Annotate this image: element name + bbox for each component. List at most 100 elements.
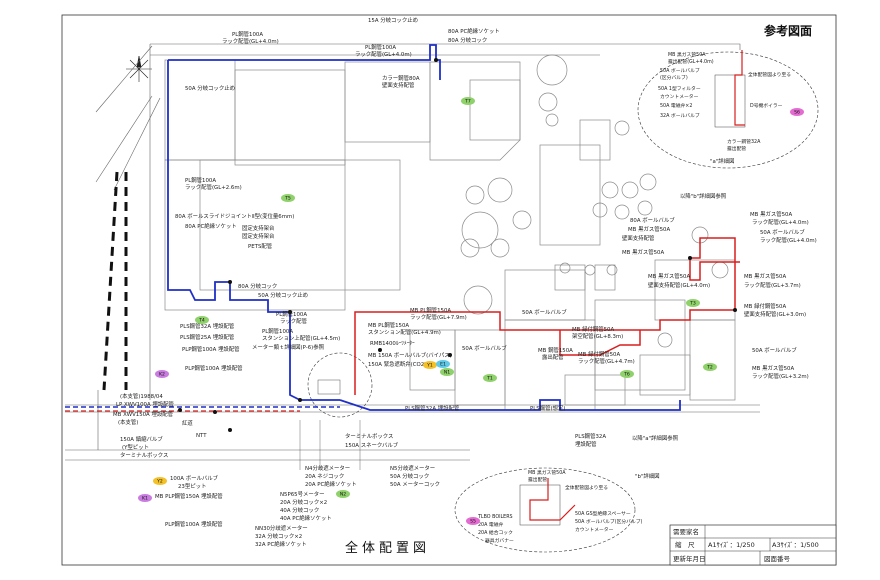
badge-label: T3 [689,301,696,307]
badge-t1: T1 [483,374,497,382]
label-a-g: 50A 電磁弁×2 [660,102,692,109]
badge-y2: Y2 [153,477,167,485]
label-b-l: 20A ネジコック [305,473,344,480]
badge-label: K1 [142,496,148,502]
blue-pipe-top [168,44,441,80]
label-r-b: 80A ボールバルブ [630,216,675,224]
label-b-c: PLS鋼管32A [575,432,606,440]
label-mid-c: 80A ボールスライドジョイントⅡ型(変位量6mm) [175,212,294,220]
label-b-m: 20A PC絶縁ソケット [305,480,357,488]
label-left-a: 50A 分岐コック止め [185,84,235,92]
label-mid-l: PL鋼管100A [262,327,293,335]
label-l-e: 150A 鎮縮バルブ [120,435,163,443]
label-d-c: 全体配管図より至る [565,484,608,491]
railway [95,45,161,450]
label-c-g: 150A 緊急遮断弁(CO2) [368,360,426,368]
buildings [164,59,736,411]
badge-n2: N2 [336,490,350,498]
label-a-e: 50A 1型フィルター [658,85,701,92]
badge-label: T5 [284,196,291,202]
label-b-e: 以降"a"詳細図参照 [632,434,679,442]
label-l-g: ターミナルボックス [120,451,168,459]
label-r-a: 以降"b"詳細図参照 [680,192,727,200]
label-r-p: ラック配管(GL+3.2m) [752,372,809,380]
label-c-k: 50A ボールバルブ [522,308,567,316]
reference-label: 参考図面 [764,23,812,38]
label-b-a: PLS鋼管32A 埋設配管 [405,404,460,412]
badge-label: E1 [440,362,446,368]
label-a-h: 32A ボールバルブ [660,112,700,119]
label-a-i: カラー鋼管32A [727,138,761,145]
label-c-h: 50A ボールバルブ [462,344,507,352]
badge-y1: Y1 [423,361,437,369]
label-c-l: MB 緑付鋼管50A [572,325,614,333]
label-b-o: 20A 分岐コック×2 [280,498,327,506]
badge-k1: K1 [138,494,152,502]
drawing-title: 全体配置図 [345,540,430,556]
compass-icon [126,55,152,82]
label-top-h: カラー鋼管80A [382,74,420,82]
label-r-j: MB 黒ガス管50A [648,272,690,280]
label-c-f: MB 150A ボールバルブ(バイパス) [368,351,452,359]
label-mid-m: スタンション上配管(GL+4.5m) [262,334,340,342]
label-r-k: ラック配管(GL+3.7m) [744,281,801,289]
detail-b-label: "b"詳細図 [635,472,660,480]
label-b-i: 50A 分岐コック [390,472,429,480]
label-l-l: 紅道 [182,419,193,427]
label-r-c: MB 黒ガス管50A [628,225,670,233]
badge-t6: T6 [620,370,634,378]
badge-label: S6 [794,110,800,116]
grid-markers [299,420,361,470]
label-d-h: 50A GS型絶縁スペーサー [575,510,631,517]
label-r-e: MB 黒ガス管50A [750,210,792,218]
label-c-b: ラック配管(GL+7.9m) [410,313,467,321]
badge-label: S5 [470,519,476,525]
badge-label: T7 [464,99,471,105]
tb-drawing-no-label: 図面番号 [764,555,791,563]
label-r-d: 壁面支持配管 [622,234,655,242]
badge-t2: T2 [703,363,717,371]
label-a-j: 露出配管 [727,145,746,152]
tb-updated-label: 更新年月日 [673,554,706,563]
detail-b: MB 黒ガス管50A 露出配管 全体配管図より至る TLBO BOILERS 2… [454,467,660,553]
label-b-j: 50A メーターコック [390,480,440,488]
label-r-o: MB 黒ガス管50A [752,364,794,372]
label-l-d: (本支管) [118,418,138,426]
badge-label: Y2 [156,479,163,485]
label-l-c: MB XWV150A 埋設配管 [113,410,174,418]
label-c-n: MB 緑付鋼管50A [578,350,620,358]
label-l-m: NTT [196,433,207,439]
label-b-b: PLS鋼管(想定) [530,404,565,412]
label-b-s: 32A 分岐コック×2 [255,532,302,540]
badge-label: T2 [706,365,713,371]
label-mid-f: 固定支持架台 [242,232,274,240]
detail-circle [307,352,373,418]
label-top-f: PL鋼管100A [365,43,396,51]
badge-s6: S6 [790,108,804,116]
label-mid-n: メーター類ｔ詳細図(P-6)参照 [252,343,325,351]
label-r-h: MB 黒ガス管50A [622,248,664,256]
badge-t5: T5 [281,194,295,202]
label-b-k: N4分歧遮メーター [305,464,350,472]
red-pipe-east [689,258,740,281]
label-c-m: 架空配管(GL+8.3m) [572,332,623,340]
label-b-d: 埋設配管 [575,440,597,448]
label-a-a: MB 黒ガス管50A [668,51,706,58]
label-top-d: 80A PC絶縁ソケット [448,27,500,35]
label-c-j: 露出配管 [542,353,564,361]
badge-label: T6 [623,372,630,378]
detail-a: MB 黒ガス管50A 露出配管(GL+4.0m) 50A ボールバルブ (区分バ… [637,50,819,169]
red-pipe-branch [559,330,641,356]
label-a-d: (区分バルブ) [660,74,688,81]
red-pipe-main [354,237,736,395]
label-r-g2: ラック配管(GL+4.0m) [760,236,817,244]
label-c-c: MB PL鋼管150A [368,321,409,329]
badge-label: N1 [444,370,450,376]
badge-e1: E1 [436,360,450,368]
label-r-l: MB 緑付鋼管50A [744,302,786,310]
badge-n1: N1 [440,368,454,376]
label-d-e: 20A 電磁弁 [478,521,504,528]
label-a-c: 50A ボールバルブ [660,67,700,74]
